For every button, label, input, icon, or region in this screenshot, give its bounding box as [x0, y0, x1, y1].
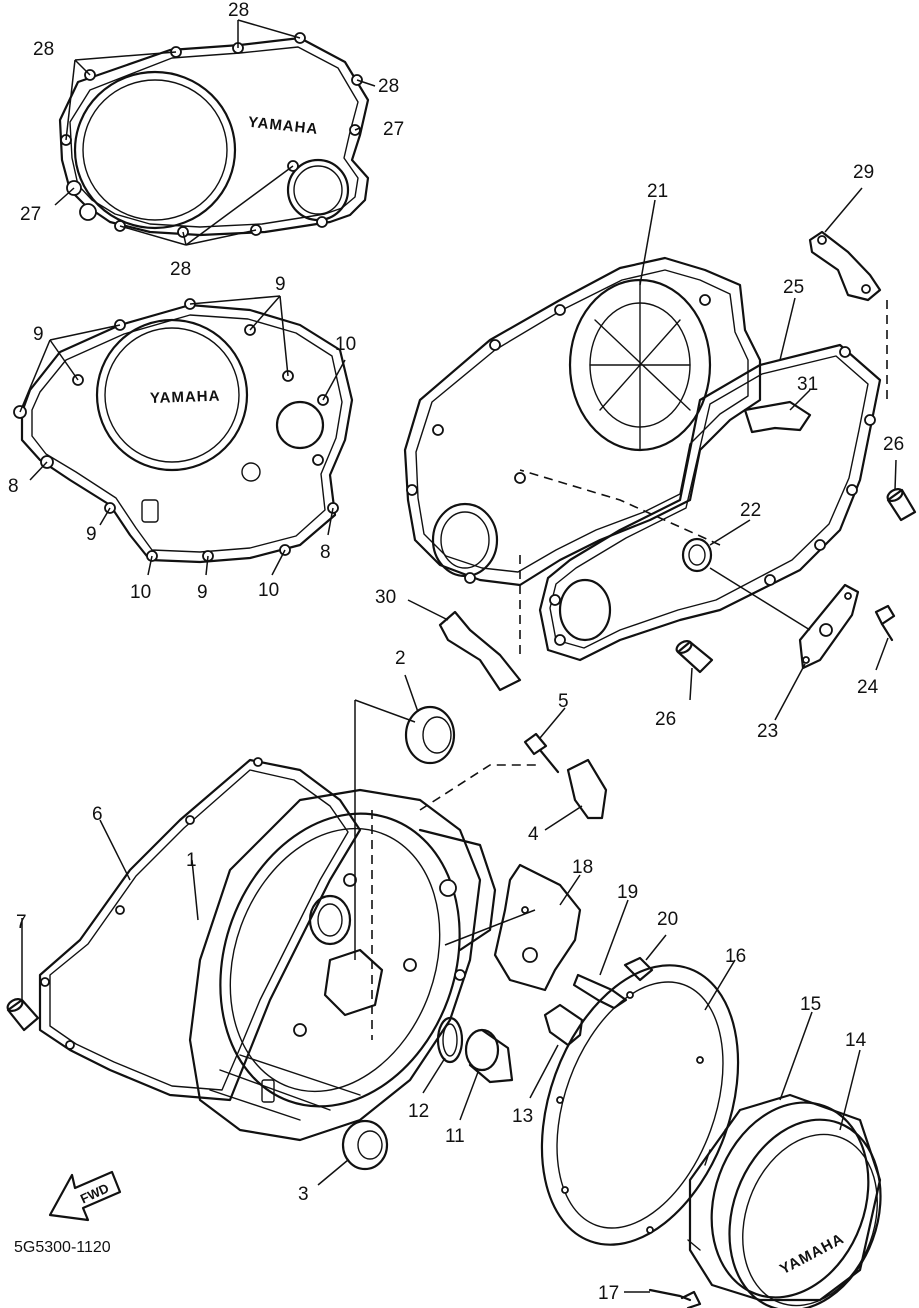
part-23-plate: [774, 583, 860, 721]
upper-crankcase-cover: YAMAHA: [54, 19, 376, 246]
brand-mark-upper-cover: YAMAHA: [247, 114, 319, 138]
part-4-bracket: [544, 758, 608, 831]
callout-26: 26: [883, 434, 904, 455]
part-2-bearing: [404, 674, 456, 765]
callout-17: 17: [598, 1283, 619, 1304]
callout-4: 4: [528, 824, 539, 845]
callout-20: 20: [657, 909, 678, 930]
callout-25: 25: [783, 277, 804, 298]
callout-8: 8: [8, 476, 19, 497]
callout-13: 13: [512, 1106, 533, 1127]
part-18-bracket: [444, 863, 582, 992]
callout-31: 31: [797, 374, 818, 395]
part-16-gasket: [540, 959, 740, 1246]
callout-26: 26: [655, 709, 676, 730]
crankcase-cover-assembly: [403, 199, 882, 662]
callout-10: 10: [130, 582, 151, 603]
callout-23: 23: [757, 721, 778, 742]
part-24-bolt: [874, 604, 896, 671]
part-22-seal: [681, 519, 811, 631]
callout-18: 18: [572, 857, 593, 878]
part-13-bracket: [529, 1003, 584, 1099]
callout-5: 5: [558, 691, 569, 712]
callout-6: 6: [92, 804, 103, 825]
part-30-bracket: [407, 555, 522, 692]
callout-21: 21: [647, 181, 668, 202]
callout-27: 27: [383, 119, 404, 140]
callout-9: 9: [86, 524, 97, 545]
part-14-cover: YAMAHA: [728, 1049, 882, 1308]
forward-arrow: FWD: [48, 1170, 122, 1222]
part-29-bracket: [808, 187, 888, 400]
crankcase-cover-gasket: YAMAHA: [13, 295, 354, 576]
callout-1: 1: [186, 850, 197, 871]
callout-27: 27: [20, 204, 41, 225]
part-20-bolt: [623, 934, 667, 982]
part-12-o-ring: [422, 1016, 464, 1094]
callout-29: 29: [853, 162, 874, 183]
callout-labels: 28 28 28 27 27 28 9 9 10 8 9 8 10 9 10 2…: [8, 0, 904, 1304]
brand-mark-gasket: YAMAHA: [150, 388, 221, 407]
callout-7: 7: [16, 912, 27, 933]
callout-10: 10: [258, 580, 279, 601]
callout-8: 8: [320, 542, 331, 563]
callout-16: 16: [725, 946, 746, 967]
part-5-bolt: [523, 707, 566, 774]
part-code: 5G5300-1120: [14, 1239, 111, 1256]
part-17-bolt: [624, 1288, 702, 1308]
callout-3: 3: [298, 1184, 309, 1205]
callout-11: 11: [445, 1126, 465, 1147]
main-crankcase-cover: [38, 699, 540, 1142]
brand-mark-cover: YAMAHA: [777, 1230, 847, 1278]
callout-9: 9: [275, 274, 286, 295]
callout-9: 9: [33, 324, 44, 345]
callout-10: 10: [335, 334, 356, 355]
callout-2: 2: [395, 648, 406, 669]
callout-14: 14: [845, 1030, 867, 1051]
callout-28: 28: [378, 76, 399, 97]
callout-12: 12: [408, 1101, 429, 1122]
callout-24: 24: [857, 677, 879, 698]
callout-28: 28: [170, 259, 191, 280]
part-19-bolt: [572, 899, 629, 1010]
part-7-dowel: [6, 918, 40, 1032]
callout-28: 28: [228, 0, 249, 21]
callout-15: 15: [800, 994, 821, 1015]
callout-28: 28: [33, 39, 54, 60]
callout-30: 30: [375, 587, 396, 608]
part-11-plug: [459, 1028, 514, 1121]
part-3-bearing: [317, 1119, 389, 1186]
callout-19: 19: [617, 882, 638, 903]
callout-22: 22: [740, 500, 761, 521]
part-26-dowels: [675, 459, 917, 701]
callout-9: 9: [197, 582, 208, 603]
